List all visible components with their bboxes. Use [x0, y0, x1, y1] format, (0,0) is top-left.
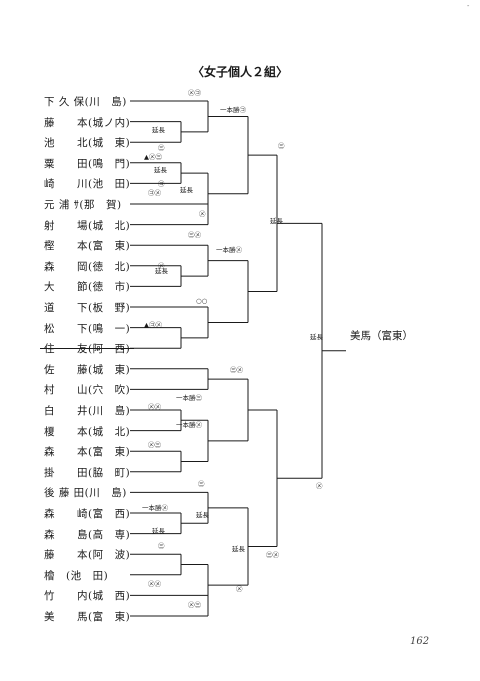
match-result-mark: 延長 — [232, 545, 245, 553]
match-result-mark: ㋱㊂ — [148, 441, 161, 449]
player-entry: 森 本(富 東) — [44, 446, 131, 459]
match-result-mark: ㋱㋱ — [148, 580, 161, 588]
match-result-mark: 一本勝㋱ — [216, 246, 242, 254]
player-entry: 松 下(鳴 一) — [44, 322, 131, 335]
match-result-mark: 一本勝㊂ — [176, 394, 202, 402]
player-entry: 後 藤 田(川 島) — [44, 487, 127, 500]
match-result-mark: 延長 — [152, 527, 165, 535]
match-result-mark: 延長 — [180, 186, 193, 194]
player-entry: 森 島(高 専) — [44, 528, 131, 541]
match-result-mark: 延長 — [196, 511, 209, 519]
player-entry: 住 友(阿 西) — [40, 343, 134, 356]
match-result-mark: ㋱㋙ — [188, 89, 201, 97]
match-result-mark: ㊂㋱ — [230, 366, 243, 374]
player-entry: 掛 田(脇 町) — [44, 466, 131, 479]
match-result-mark: 延長 — [154, 166, 167, 174]
player-entry: 藤 本(城ノ内) — [44, 116, 131, 129]
player-entry: 森 岡(徳 北) — [44, 260, 131, 273]
player-entry: 射 場(城 北) — [44, 219, 131, 232]
match-result-mark: ㋱ — [316, 482, 323, 490]
match-result-mark: ㊂ — [158, 542, 165, 550]
match-result-mark: ㋱ — [158, 262, 165, 270]
match-result-mark: ㋱ — [199, 210, 206, 218]
match-result-mark: ㋙ — [158, 180, 165, 188]
match-result-mark: ㊂㋱ — [266, 551, 279, 559]
match-result-mark: ▲㋱㊂ — [144, 153, 162, 161]
player-entry: 粟 田(鳴 門) — [44, 157, 131, 170]
player-entry: 森 崎(富 西) — [44, 508, 131, 520]
match-result-mark: ㊂ — [198, 480, 205, 488]
player-entry: 道 下(板 野) — [44, 302, 131, 314]
player-entry: 崎 川(池 田) — [44, 178, 131, 191]
match-result-mark: 一本勝㋱ — [176, 421, 202, 429]
match-result-mark: ㋙㋱ — [148, 189, 161, 197]
match-result-mark: 延長 — [152, 126, 165, 134]
player-entry: 美 馬(富 東) — [44, 611, 131, 623]
match-result-mark: 延長 — [310, 333, 323, 341]
player-entry: 藤 本(阿 波) — [44, 549, 131, 562]
player-entry: 村 山(穴 吹) — [44, 384, 131, 397]
player-entry: 大 節(徳 市) — [44, 281, 131, 294]
match-result-mark: ㋱㋱ — [148, 403, 161, 411]
corner-mark: - — [467, 2, 470, 10]
player-entry: 元 浦 ｻ(那 賀) — [44, 199, 122, 211]
match-result-mark: 一本勝㋙ — [220, 106, 246, 114]
player-entry: 池 北(城 東) — [44, 137, 131, 150]
player-entry: 下 久 保(川 島) — [44, 96, 127, 108]
match-result-mark: ㊂ — [158, 144, 165, 152]
player-entry: 佐 藤(城 東) — [44, 363, 131, 376]
match-result-mark: 一本勝㋱ — [142, 504, 168, 512]
match-result-mark: ㋱㊂ — [188, 601, 201, 609]
player-entry: 竹 内(城 西) — [44, 590, 131, 603]
match-result-mark: ㊂ — [278, 142, 285, 150]
match-result-mark: ㋱ — [236, 585, 243, 593]
match-result-mark: ○○ — [196, 297, 208, 305]
champion-name: 美馬（富東） — [350, 330, 413, 342]
page-number: 162 — [410, 636, 430, 647]
player-entry: 檜 (池 田) — [44, 569, 109, 582]
page-title: 〈女子個人２組〉 — [191, 65, 288, 79]
match-result-mark: ㊂㋱ — [188, 231, 201, 239]
match-result-mark: ▲㋙㋱ — [144, 321, 162, 329]
match-result-mark: 延長 — [155, 267, 168, 275]
player-entry: 榎 本(城 北) — [44, 425, 131, 438]
match-result-mark: 延長 — [270, 217, 283, 225]
player-entry: 樫 本(富 東) — [44, 240, 131, 253]
player-entry: 白 井(川 島) — [44, 405, 131, 417]
